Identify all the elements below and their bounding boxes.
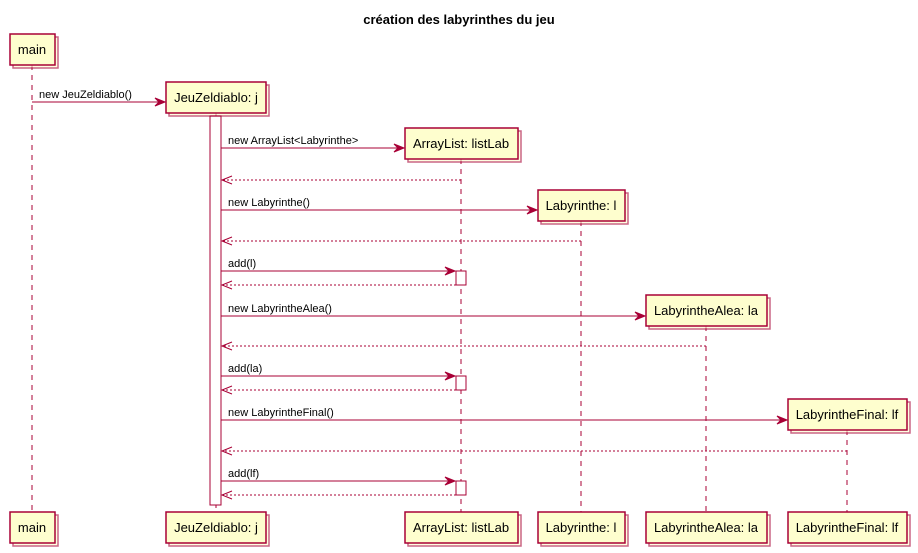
message-5 xyxy=(220,236,581,246)
participant-listLab-top: ArrayList: listLab xyxy=(404,127,522,163)
participant-box xyxy=(787,511,908,544)
participant-l-bottom: Labyrinthe: l xyxy=(537,511,629,547)
participant-box xyxy=(645,294,768,327)
arrowhead xyxy=(220,446,233,456)
arrowhead xyxy=(634,311,647,321)
participant-la-top: LabyrintheAlea: la xyxy=(645,294,771,330)
message-4: new Labyrinthe() xyxy=(221,197,539,215)
participant-j-bottom: JeuZeldiablo: j xyxy=(165,511,270,547)
participant-label: Labyrinthe: l xyxy=(546,198,617,213)
arrowhead xyxy=(220,341,233,351)
arrowhead xyxy=(444,371,457,381)
participant-label: Labyrinthe: l xyxy=(546,520,617,535)
diagram-title: création des labyrinthes du jeu xyxy=(363,12,554,27)
activation-listLab-2 xyxy=(455,375,467,391)
activation-j xyxy=(209,115,222,506)
participant-box xyxy=(165,511,267,544)
arrowhead xyxy=(444,266,457,276)
message-14: add(lf) xyxy=(221,468,457,486)
arrowhead xyxy=(220,236,233,246)
participant-box xyxy=(537,189,626,222)
message-15 xyxy=(220,490,456,500)
participant-l-top: Labyrinthe: l xyxy=(537,189,629,225)
participant-lf-bottom: LabyrintheFinal: lf xyxy=(787,511,911,547)
participant-main-top: main xyxy=(9,33,59,69)
message-6: add(l) xyxy=(221,258,457,276)
participant-box xyxy=(165,81,267,114)
messages-layer: new JeuZeldiablo() new ArrayList<Labyrint… xyxy=(32,89,847,500)
message-label: new JeuZeldiablo() xyxy=(39,89,132,101)
message-8: new LabyrintheAlea() xyxy=(221,303,647,321)
participant-label: LabyrintheAlea: la xyxy=(654,520,759,535)
participant-box xyxy=(645,511,768,544)
participant-label: ArrayList: listLab xyxy=(413,136,509,151)
message-label: new LabyrintheFinal() xyxy=(228,407,334,419)
activation-listLab-1 xyxy=(455,270,467,286)
participant-label: LabyrintheFinal: lf xyxy=(796,520,899,535)
message-7 xyxy=(220,280,456,290)
message-11 xyxy=(220,385,456,395)
participant-la-bottom: LabyrintheAlea: la xyxy=(645,511,771,547)
participant-label: ArrayList: listLab xyxy=(413,520,509,535)
message-2: new ArrayList<Labyrinthe> xyxy=(221,135,406,153)
participant-lf-top: LabyrintheFinal: lf xyxy=(787,398,911,434)
message-label: add(la) xyxy=(228,363,262,375)
participant-main-bottom: main xyxy=(9,511,59,547)
message-label: new Labyrinthe() xyxy=(228,197,310,209)
message-10: add(la) xyxy=(221,363,457,381)
participant-box xyxy=(404,127,519,160)
participant-label: JeuZeldiablo: j xyxy=(174,90,258,105)
participant-label: LabyrintheAlea: la xyxy=(654,303,759,318)
participant-listLab-bottom: ArrayList: listLab xyxy=(404,511,522,547)
participant-label: main xyxy=(18,42,46,57)
arrowhead xyxy=(393,143,406,153)
arrowhead xyxy=(154,97,167,107)
participant-label: main xyxy=(18,520,46,535)
message-9 xyxy=(220,341,706,351)
message-label: new LabyrintheAlea() xyxy=(228,303,332,315)
arrowhead xyxy=(220,175,233,185)
activation-listLab-3 xyxy=(455,480,467,496)
participant-label: LabyrintheFinal: lf xyxy=(796,407,899,422)
message-label: new ArrayList<Labyrinthe> xyxy=(228,135,358,147)
participant-box xyxy=(404,511,519,544)
message-3 xyxy=(220,175,461,185)
message-12: new LabyrintheFinal() xyxy=(221,407,789,425)
arrowhead xyxy=(776,415,789,425)
arrowhead xyxy=(444,476,457,486)
arrowhead xyxy=(220,385,233,395)
participant-box xyxy=(787,398,908,431)
participant-j-top: JeuZeldiablo: j xyxy=(165,81,270,117)
participant-box xyxy=(537,511,626,544)
message-1: new JeuZeldiablo() xyxy=(32,89,167,107)
arrowhead xyxy=(220,280,233,290)
participant-box xyxy=(9,33,56,66)
arrowhead xyxy=(526,205,539,215)
message-label: add(l) xyxy=(228,258,256,270)
participant-box xyxy=(9,511,56,544)
message-13 xyxy=(220,446,847,456)
arrowhead xyxy=(220,490,233,500)
message-label: add(lf) xyxy=(228,468,259,480)
participant-label: JeuZeldiablo: j xyxy=(174,520,258,535)
